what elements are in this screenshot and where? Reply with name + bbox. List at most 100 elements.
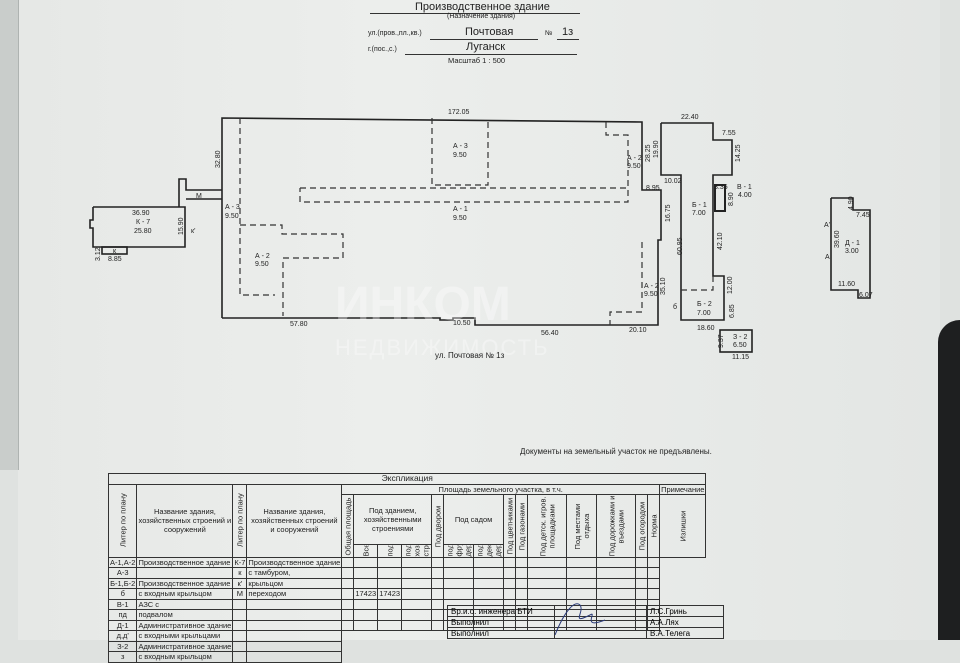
table-cell xyxy=(473,588,505,600)
dim-label: 3.12 xyxy=(95,247,102,261)
column-header: Название здания, хозяйственных строений … xyxy=(136,483,234,558)
table-cell xyxy=(431,609,445,621)
table-cell xyxy=(527,588,568,600)
table-cell xyxy=(401,556,433,568)
table-cell xyxy=(503,567,517,579)
table-cell xyxy=(515,577,529,589)
dim-label: 32.80 xyxy=(215,150,222,168)
signature-name: Л.С.Гринь xyxy=(646,605,724,617)
table-cell xyxy=(377,577,403,589)
column-header: Излишки xyxy=(659,494,706,557)
table-cell xyxy=(341,588,355,600)
dim-label: 60.95 xyxy=(677,237,684,255)
table-cell xyxy=(503,577,517,589)
table-cell xyxy=(401,609,433,621)
table-cell: А-3 xyxy=(107,567,138,579)
signature-name: А.А.Лях xyxy=(646,616,724,628)
table-cell xyxy=(136,567,234,579)
table-cell xyxy=(527,556,568,568)
signature-role: Вр.и.о. инженера БТИ xyxy=(447,605,555,617)
table-cell: Производственное здание xyxy=(136,577,234,589)
dim-label: 11.60 xyxy=(838,281,855,288)
table-cell: Б-1,Б-2 xyxy=(107,577,138,589)
background-object xyxy=(938,320,960,640)
table-cell: с входными крыльцами xyxy=(136,630,234,642)
table-cell xyxy=(527,577,568,589)
dim-label: 56.40 xyxy=(541,330,559,337)
dim-label: 10.02 xyxy=(664,178,682,185)
table-cell: подвалом xyxy=(136,609,234,621)
table-cell xyxy=(647,588,661,600)
table-cell: Д-1 xyxy=(107,619,138,631)
plan-label: З - 2 xyxy=(733,334,747,341)
table-cell xyxy=(353,577,379,589)
table-cell xyxy=(341,556,355,568)
table-cell: В-1 xyxy=(107,598,138,610)
column-header: Всего xyxy=(353,544,378,557)
table-cell xyxy=(431,577,445,589)
svg-text:ИНКОМ: ИНКОМ xyxy=(335,278,511,331)
building-v1-outline xyxy=(714,184,726,212)
table-cell: с тамбуром, xyxy=(246,567,343,579)
plan-label: Б - 1 xyxy=(692,202,707,209)
column-header: Под дорожками и въездами xyxy=(596,494,636,557)
table-cell xyxy=(341,598,355,610)
table-cell xyxy=(596,567,637,579)
table-cell: М xyxy=(232,588,248,600)
divider xyxy=(370,13,580,14)
plan-label: 3.00 xyxy=(845,248,859,255)
plan-label: б xyxy=(673,303,677,311)
plan-label: А - 2 xyxy=(644,283,659,290)
table-cell xyxy=(246,609,343,621)
dim-label: 15.90 xyxy=(178,217,185,235)
column-header: под фруктов. деревьями xyxy=(443,544,474,557)
table-cell xyxy=(635,577,649,589)
column-header: Под двором xyxy=(431,494,444,557)
table-cell xyxy=(635,588,649,600)
building-a-outline xyxy=(221,117,662,326)
plan-label: К - 7 xyxy=(136,219,150,226)
table-cell: Производственное здание xyxy=(136,556,234,568)
table-cell: пд xyxy=(107,609,138,621)
passage-m xyxy=(178,178,222,207)
building-k7-outline xyxy=(89,206,186,248)
table-cell xyxy=(232,651,248,663)
column-header: под зданием xyxy=(377,544,402,557)
table-cell xyxy=(246,651,343,663)
site-plan: ИНКОМ НЕДВИЖИМОСТЬ 172.05 32.80 М 36.90 … xyxy=(89,109,873,361)
dim-label: 8.95 xyxy=(646,185,660,192)
table-cell xyxy=(401,598,433,610)
table-cell: З-2 xyxy=(107,640,138,652)
building-d1-outline xyxy=(830,197,871,299)
table-cell xyxy=(503,588,517,600)
city-value: Луганск xyxy=(466,41,506,53)
dim-label: 3.35 xyxy=(714,184,728,191)
watermark-logo: ИНКОМ НЕДВИЖИМОСТЬ xyxy=(335,278,548,360)
table-cell xyxy=(401,567,433,579)
table-cell xyxy=(596,588,637,600)
plan-label: Д - 1 xyxy=(845,240,860,247)
column-header: Площадь земельного участка, в т.ч. xyxy=(341,483,661,495)
column-header: Под детск. игров. площадками xyxy=(527,494,567,557)
column-header: Под огородом xyxy=(635,494,648,557)
table-cell: переходом xyxy=(246,588,343,600)
table-cell: крыльцом xyxy=(246,577,343,589)
page-edge xyxy=(0,0,19,470)
table-cell xyxy=(566,556,598,568)
table-cell xyxy=(353,598,379,610)
table-cell xyxy=(515,556,529,568)
table-cell xyxy=(246,630,343,642)
table-cell xyxy=(443,588,475,600)
divider xyxy=(557,39,579,40)
divider xyxy=(405,54,577,55)
table-cell xyxy=(443,567,475,579)
dim-label: 20.10 xyxy=(629,327,647,334)
table-cell xyxy=(473,567,505,579)
table-cell xyxy=(647,567,661,579)
